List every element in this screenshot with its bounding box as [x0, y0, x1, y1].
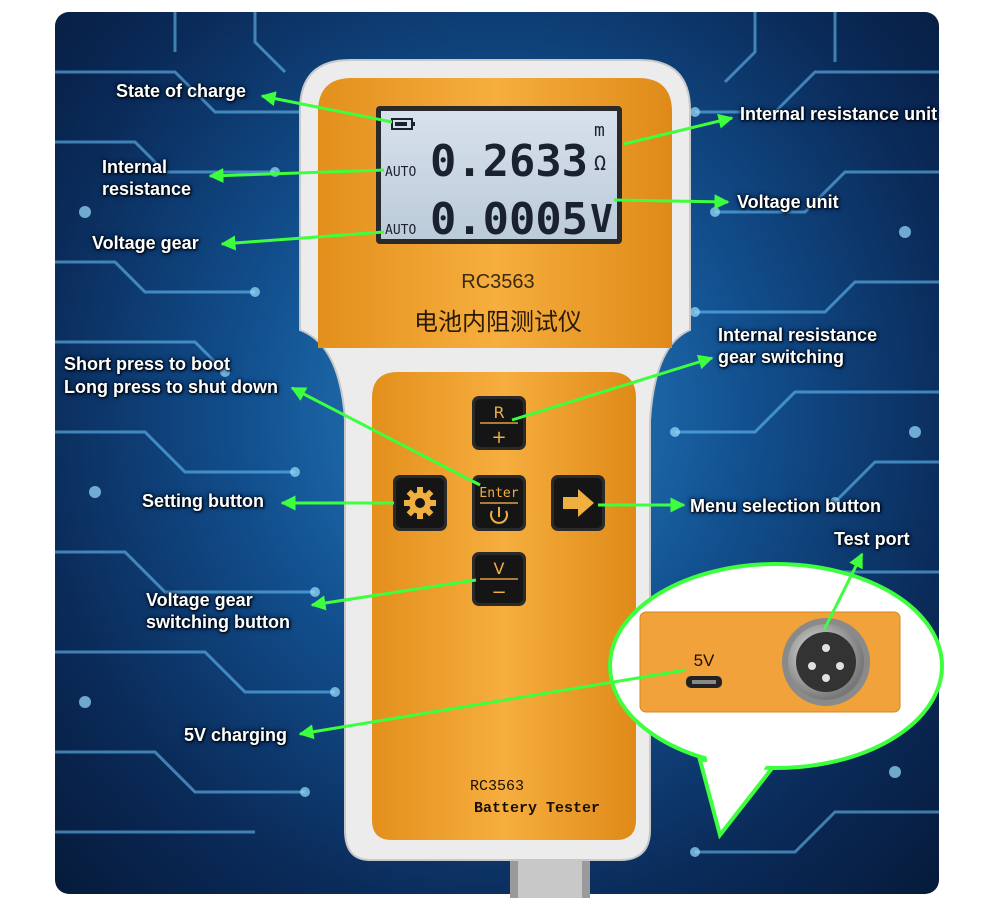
- label-ir-gear-switching-2: gear switching: [718, 347, 845, 367]
- v-label: V: [494, 559, 505, 578]
- model-label-top: RC3563: [461, 271, 534, 293]
- r-label: R: [493, 403, 504, 422]
- plus-label: +: [491, 427, 506, 448]
- label-menu-selection-button: Menu selection button: [690, 496, 881, 516]
- enter-label: Enter: [479, 486, 518, 501]
- lcd-screen: [381, 111, 617, 239]
- label-test-port: Test port: [834, 529, 910, 549]
- battery-tester-label: Battery Tester: [474, 800, 600, 817]
- lcd-unit-volt: V: [590, 197, 613, 241]
- gear-icon: [404, 487, 436, 519]
- minus-label: −: [491, 582, 506, 603]
- battery-icon: [391, 118, 415, 130]
- label-state-of-charge: State of charge: [116, 81, 247, 101]
- label-internal-resistance-2: resistance: [102, 179, 192, 199]
- label-setting-button: Setting button: [142, 491, 264, 511]
- r-plus-button[interactable]: R +: [472, 396, 526, 450]
- label-internal-resistance-unit: Internal resistance unit: [740, 104, 938, 124]
- lcd-voltage-value: 0.0005: [430, 194, 588, 245]
- label-short-press-boot: Short press to boot: [64, 354, 230, 374]
- label-internal-resistance-1: Internal: [102, 157, 168, 177]
- lcd-row2-mode: AUTO: [385, 223, 416, 238]
- model-label-bottom: RC3563: [470, 778, 524, 795]
- test-port-connector: [782, 618, 870, 706]
- label-voltage-gear: Voltage gear: [92, 233, 199, 253]
- label-ir-gear-switching-1: Internal resistance: [718, 325, 878, 345]
- label-voltage-gear-switching-1: Voltage gear: [146, 590, 253, 610]
- label-voltage-gear-switching-2: switching button: [146, 612, 290, 632]
- setting-button[interactable]: [393, 475, 447, 531]
- power-icon: [490, 507, 508, 524]
- circuit-background: [55, 12, 939, 857]
- enter-power-button[interactable]: Enter: [472, 475, 526, 531]
- label-5v-charging: 5V charging: [184, 725, 288, 745]
- lcd-unit-ohm: Ω: [594, 151, 606, 175]
- v-minus-button[interactable]: V −: [472, 552, 526, 606]
- port-5v-label: 5V: [694, 651, 715, 670]
- label-voltage-unit: Voltage unit: [737, 192, 839, 212]
- lcd-row1-mode: AUTO: [385, 165, 416, 180]
- label-long-press-shutdown: Long press to shut down: [64, 377, 278, 397]
- device-chinese-name: 电池内阻测试仪: [414, 308, 582, 336]
- port-callout-bubble: 5V: [608, 562, 944, 840]
- lcd-resistance-value: 0.2633: [430, 136, 588, 187]
- lcd-unit-milli: m: [594, 120, 605, 141]
- annotation-arrows: [208, 91, 864, 740]
- menu-selection-button[interactable]: [551, 475, 605, 531]
- arrow-right-icon: [563, 489, 594, 517]
